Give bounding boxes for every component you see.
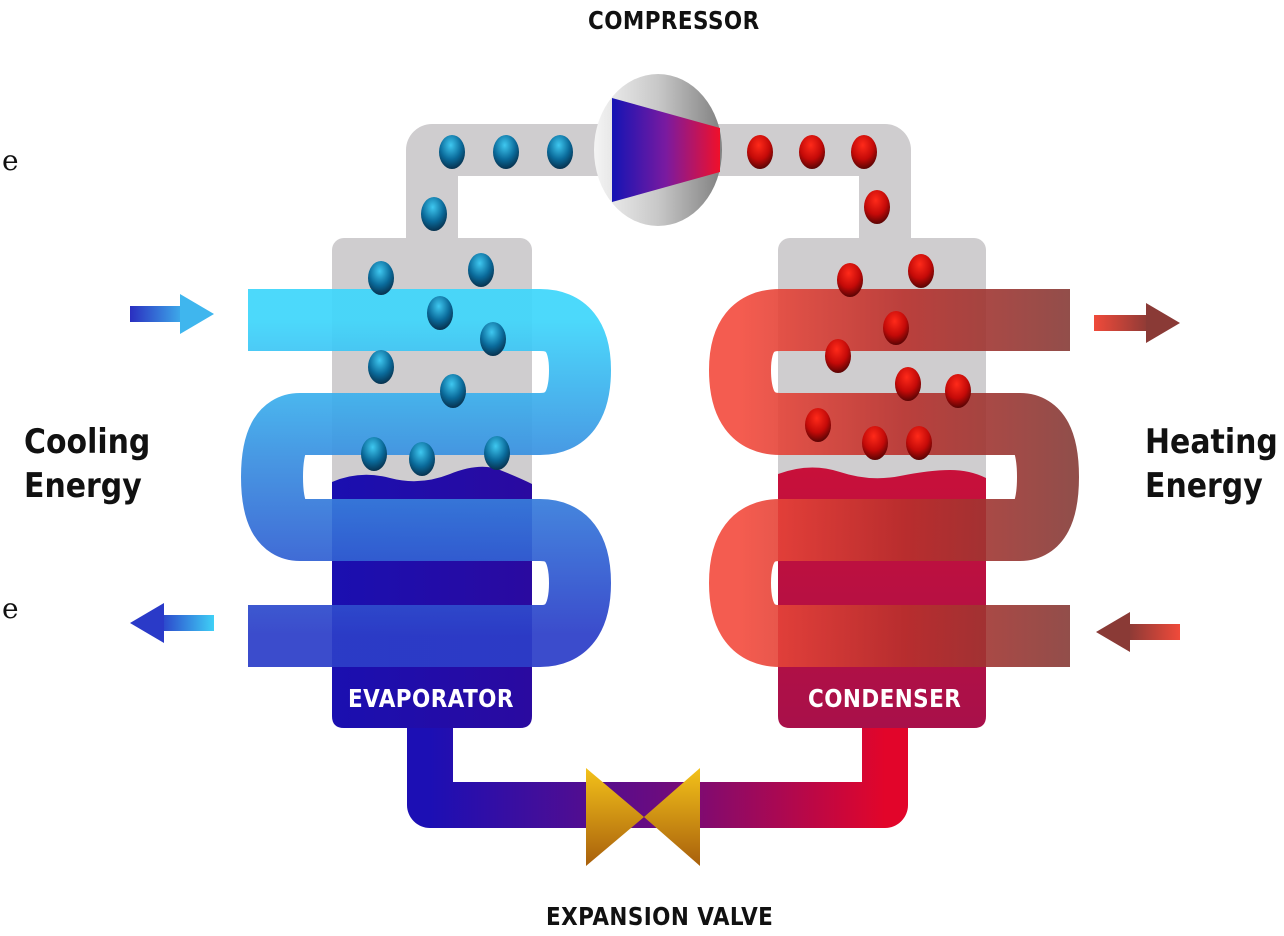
- bubble-hot: [895, 367, 921, 401]
- bubble-cold: [427, 296, 453, 330]
- bubble-hot: [883, 311, 909, 345]
- bubble-hot: [851, 135, 877, 169]
- bubble-cold: [421, 197, 447, 231]
- bubble-cold: [547, 135, 573, 169]
- arrow-hot-out: [1094, 303, 1180, 343]
- condenser-label: CONDENSER: [808, 684, 962, 713]
- bubble-hot: [908, 254, 934, 288]
- heating-energy-label: Heating Energy: [1145, 420, 1278, 508]
- bubble-hot: [862, 426, 888, 460]
- arrow-cold-in: [130, 294, 214, 334]
- evaporator-coil: [241, 289, 611, 667]
- refrigerant-bubbles-cold: [361, 135, 573, 476]
- evaporator-label: EVAPORATOR: [348, 684, 514, 713]
- bubble-cold: [439, 135, 465, 169]
- bubble-cold: [368, 350, 394, 384]
- bubble-hot: [825, 339, 851, 373]
- bubble-hot: [945, 374, 971, 408]
- bubble-hot: [747, 135, 773, 169]
- bubble-hot: [799, 135, 825, 169]
- cooling-line-1: Cooling: [24, 422, 151, 462]
- condenser-coil: [709, 289, 1079, 667]
- refrigerant-bubbles-hot: [747, 135, 971, 460]
- expansion-valve-label: EXPANSION VALVE: [546, 902, 774, 931]
- bubble-hot: [906, 426, 932, 460]
- bubble-hot: [864, 190, 890, 224]
- expansion-valve: [586, 768, 700, 866]
- arrow-hot-in: [1096, 612, 1180, 652]
- bubble-cold: [493, 135, 519, 169]
- bubble-hot: [805, 408, 831, 442]
- edge-text-bottom: e: [2, 592, 19, 625]
- edge-text-top: e: [2, 144, 19, 177]
- bubble-cold: [440, 374, 466, 408]
- bubble-hot: [837, 263, 863, 297]
- bubble-cold: [361, 437, 387, 471]
- cooling-energy-label: Cooling Energy: [24, 420, 150, 508]
- bubble-cold: [368, 261, 394, 295]
- heating-line-2: Energy: [1145, 466, 1263, 506]
- cooling-line-2: Energy: [24, 466, 142, 506]
- bottom-pipe: [407, 710, 908, 828]
- compressor: [594, 74, 722, 226]
- bubble-cold: [409, 442, 435, 476]
- bubble-cold: [484, 436, 510, 470]
- heating-line-1: Heating: [1145, 422, 1278, 462]
- bubble-cold: [468, 253, 494, 287]
- compressor-label: COMPRESSOR: [588, 6, 760, 35]
- arrow-cold-out: [130, 603, 214, 643]
- bubble-cold: [480, 322, 506, 356]
